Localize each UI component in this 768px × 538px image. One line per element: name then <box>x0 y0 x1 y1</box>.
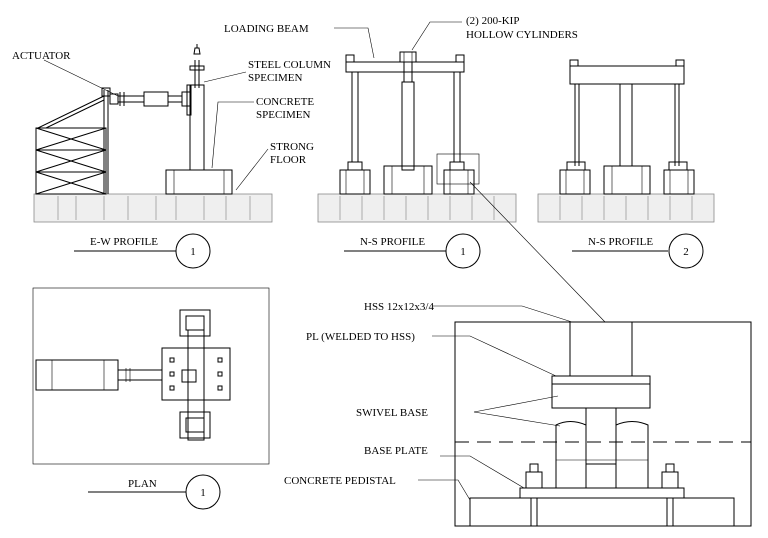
detail-view <box>418 181 752 527</box>
steel-column-label-line2: SPECIMEN <box>248 72 302 84</box>
plan-number-circle <box>185 474 221 510</box>
detail-swivel-base <box>555 407 649 489</box>
ns-profile-1-view <box>317 21 517 223</box>
ns-profile-1-number: 1 <box>460 246 466 258</box>
cylinders-label-line1: (2) 200-KIP <box>466 15 519 27</box>
steel-column-label-line1: STEEL COLUMN <box>248 59 331 71</box>
plate-label: PL (WELDED TO HSS) <box>306 331 415 343</box>
plan-base-plate <box>161 347 231 401</box>
ns-profile-2-number-circle <box>668 233 704 269</box>
ew-actuator <box>109 91 191 107</box>
swivel-base-label: SWIVEL BASE <box>356 407 428 419</box>
ew-profile-number: 1 <box>190 246 196 258</box>
ns-profile-1-number-circle <box>445 233 481 269</box>
detail-anchor-bolts <box>525 463 679 526</box>
concrete-pedestal-leader <box>418 479 471 501</box>
ns-profile-2-title-text: N-S PROFILE <box>588 236 653 248</box>
ns1-strong-floor <box>317 193 517 223</box>
detail-base-plate <box>519 487 685 499</box>
ew-profile-view <box>33 44 273 223</box>
ns1-detail-callout-box <box>436 153 480 185</box>
detail-border <box>454 321 752 527</box>
ns-profile-1-title: N-S PROFILE 1 <box>344 233 481 269</box>
swivel-leader-2 <box>473 411 561 427</box>
ew-concrete-specimen <box>165 169 233 195</box>
detail-callout-leader <box>469 181 606 323</box>
ns2-loading-beam <box>569 59 685 85</box>
concrete-pedestal-label: CONCRETE PEDISTAL <box>284 475 396 487</box>
plan-number: 1 <box>200 487 206 499</box>
swivel-leader-1 <box>473 395 559 413</box>
detail-plate <box>551 375 651 409</box>
plan-title-text: PLAN <box>128 478 157 490</box>
ew-steel-column <box>186 44 205 171</box>
plan-loading-beam <box>187 329 205 441</box>
base-plate-leader <box>440 455 525 489</box>
hss-label: HSS 12x12x3/4 <box>364 301 434 313</box>
strong-floor-leader <box>235 148 269 191</box>
strong-floor-label-line1: STRONG <box>270 141 314 153</box>
steel-column-leader <box>203 71 247 83</box>
strong-floor-label-line2: FLOOR <box>270 154 307 166</box>
ns-profile-2-title: N-S PROFILE 2 <box>572 233 704 269</box>
ew-reaction-frame <box>35 87 111 195</box>
cylinders-label-line2: HOLLOW CYLINDERS <box>466 29 578 41</box>
ns-profile-2-number: 2 <box>683 246 689 258</box>
ns1-frame-posts <box>351 61 461 171</box>
plan-border <box>32 287 270 465</box>
ew-strong-floor <box>33 193 273 223</box>
actuator-leader <box>43 59 119 97</box>
concrete-specimen-label-line1: CONCRETE <box>256 96 314 108</box>
actuator-label: ACTUATOR <box>12 50 71 62</box>
plan-title: PLAN 1 <box>88 474 221 510</box>
plate-leader <box>432 335 557 377</box>
ns2-frame-posts <box>574 83 680 167</box>
cylinders-leader <box>411 21 462 51</box>
ew-profile-number-circle <box>175 233 211 269</box>
detail-hss <box>569 321 633 377</box>
base-plate-label: BASE PLATE <box>364 445 428 457</box>
ew-profile-title: E-W PROFILE 1 <box>74 233 211 269</box>
ns-profile-2-view <box>537 59 715 223</box>
ns-profile-1-title-text: N-S PROFILE <box>360 236 425 248</box>
hss-leader <box>432 305 573 323</box>
loading-beam-label: LOADING BEAM <box>224 23 309 35</box>
concrete-specimen-label-line2: SPECIMEN <box>256 109 310 121</box>
ns2-strong-floor <box>537 193 715 223</box>
plan-pedestal-south <box>179 411 211 439</box>
ns2-pedestals <box>559 161 695 195</box>
plan-actuator <box>35 359 119 391</box>
ns1-pedestals <box>339 161 475 195</box>
plan-view <box>32 287 270 465</box>
loading-beam-leader <box>334 27 375 59</box>
detail-concrete-pedestal <box>469 497 735 527</box>
plan-pedestal-north <box>179 309 211 337</box>
ew-profile-title-text: E-W PROFILE <box>90 236 158 248</box>
concrete-specimen-leader <box>211 101 254 169</box>
